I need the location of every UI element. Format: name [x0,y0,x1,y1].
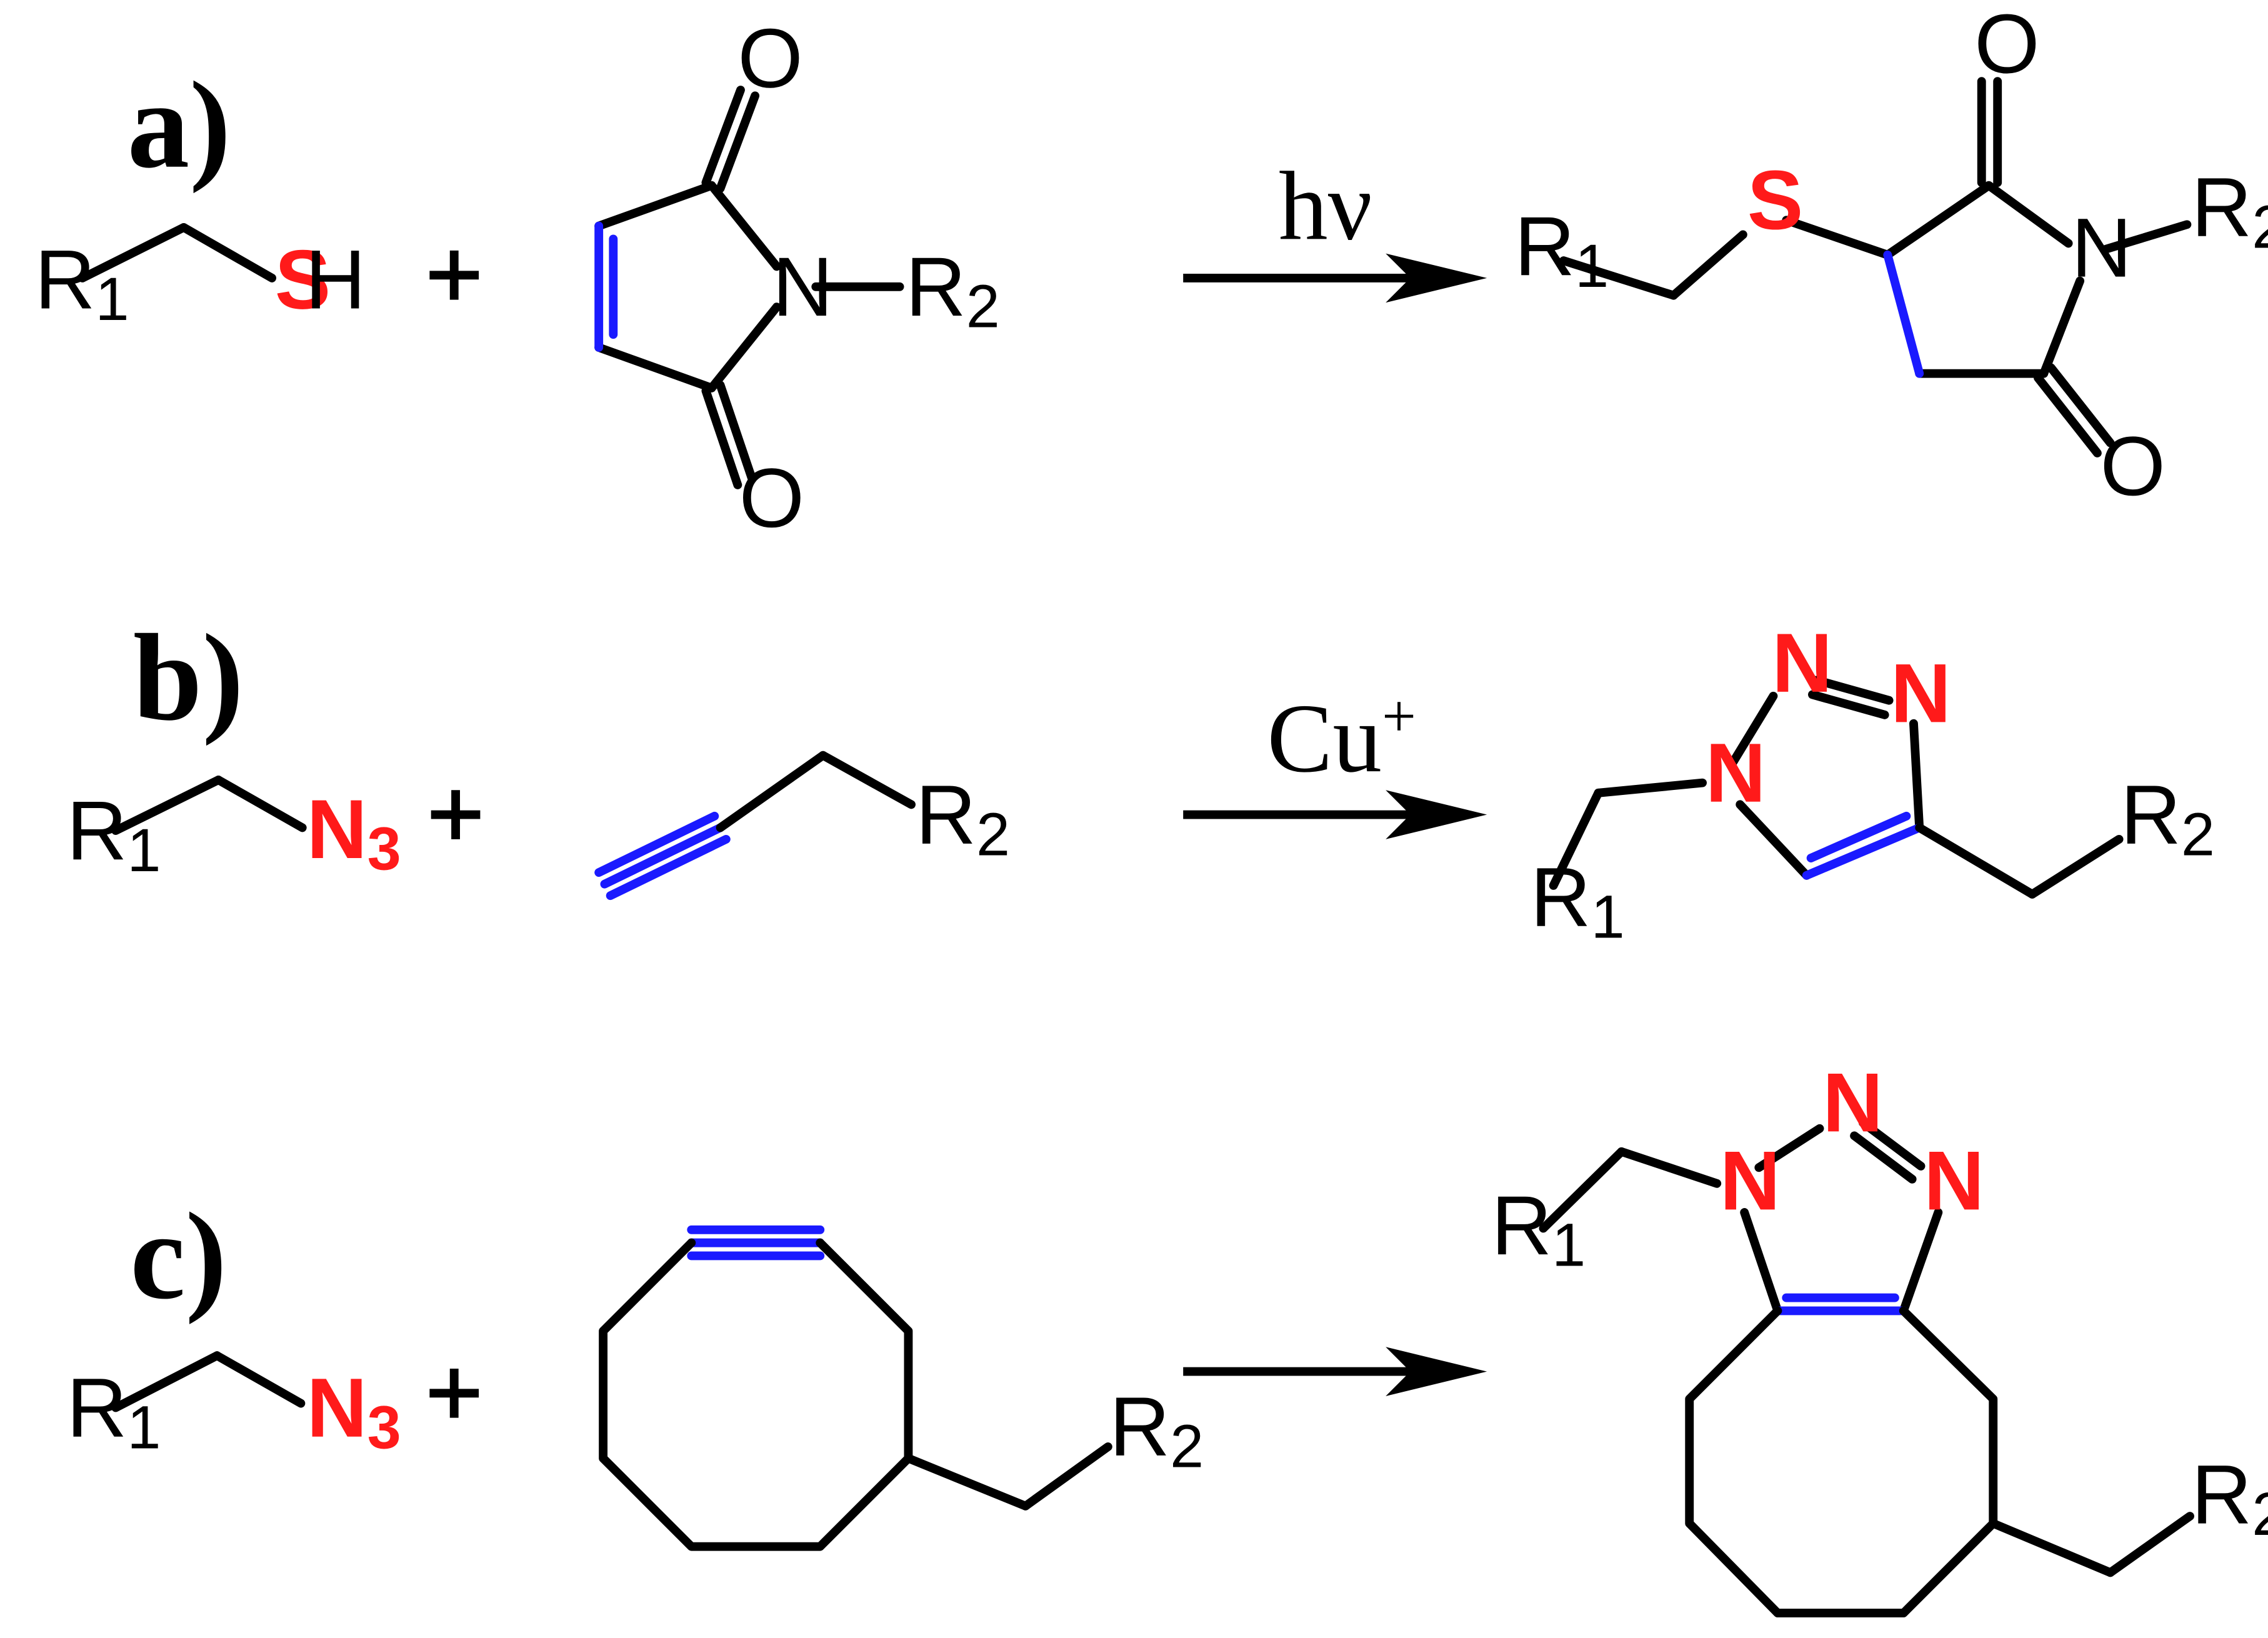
nitrogen-atom: N [772,240,833,334]
condition-copper: Cu+ [1267,683,1416,794]
sulfur-atom: S [275,233,331,327]
maleimide-reactant: O O N R2 [594,11,1000,545]
r2-label: R2 [2121,768,2215,869]
r1-label: R1 [1531,851,1625,951]
r1-label: R1 [1514,199,1609,300]
condition-light: hν [1279,152,1372,261]
nitrogen-atom: N [1891,646,1951,740]
thiosuccinimide-product: R1 S N O O R2 [1514,0,2268,513]
reaction-arrow-b: Cu+ [1183,683,1487,839]
nitrogen-atom: N [1822,1056,1883,1149]
reaction-arrow-c [1183,1347,1487,1396]
cyclooctyne-reactant: R2 [599,1225,1204,1551]
panel-label-b: b) [133,609,244,747]
hydrogen-atom: H [305,233,366,327]
r1-label: R1 [35,233,129,334]
panel-label-c: c) [130,1188,227,1326]
plus-sign-a [429,250,479,300]
alkyne-reactant: R2 [594,751,1010,901]
reaction-arrow-a: hν [1183,152,1487,303]
panel-label-a: a) [127,57,231,194]
r2-label: R2 [2191,161,2268,261]
r1-label: R1 [66,784,161,884]
nitrogen-atom: N [1706,726,1766,820]
azide-reactant-c: R1 N3 [66,1351,401,1462]
reaction-c: c) R1 N3 R2 [66,1056,2268,1618]
fused-triazole-product: N N N R1 R2 [1491,1056,2268,1618]
r1-label: R1 [66,1361,161,1462]
oxygen-atom: O [737,11,802,105]
azide-group: N3 [307,782,401,883]
r2-label: R2 [906,240,1000,341]
azide-reactant-b: R1 N3 [66,776,401,884]
reaction-b: b) R1 N3 R2 Cu+ [66,609,2214,951]
r2-label: R2 [916,768,1010,869]
thiol-reactant: R1 S H [35,222,366,334]
nitrogen-atom: N [2071,201,2132,295]
r2-label: R2 [1109,1380,1204,1481]
nitrogen-atom: N [1720,1134,1781,1227]
oxygen-atom: O [739,451,804,545]
sulfur-atom: S [1747,153,1804,247]
nitrogen-atom: N [1924,1134,1984,1227]
oxygen-atom: O [1974,0,2039,91]
nitrogen-atom: N [1772,616,1832,710]
plus-sign-b [431,790,481,839]
r2-label: R2 [2191,1448,2268,1549]
azide-group: N3 [307,1361,401,1462]
plus-sign-c [429,1368,479,1418]
oxygen-atom: O [2101,419,2166,513]
reaction-a: a) R1 S H O O N [35,0,2268,545]
r1-label: R1 [1491,1179,1586,1279]
triazole-product: N N N R1 R2 [1531,616,2215,951]
